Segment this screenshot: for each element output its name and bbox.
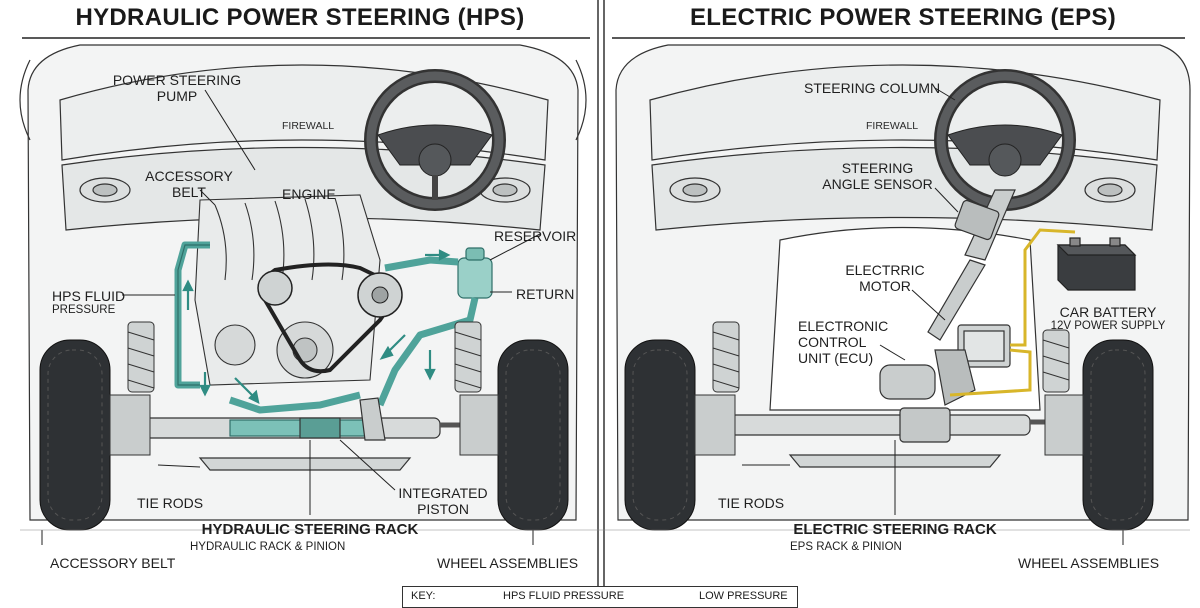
- eps-struts: [712, 321, 1070, 393]
- hps-accessory-belt-bottom-label: ACCESSORY BELT: [50, 555, 176, 571]
- hps-rack-subtitle: HYDRAULIC RACK & PINION: [190, 541, 346, 553]
- hps-engine-label: ENGINE: [282, 186, 336, 202]
- eps-electric-motor: [879, 349, 976, 406]
- eps-tie-rods-label: TIE RODS: [718, 495, 785, 511]
- hps-reservoir-label: RESERVOIR: [494, 228, 577, 244]
- eps-steering-column: [927, 189, 1016, 341]
- eps-rack-title: ELECTRIC STEERING RACK: [793, 521, 997, 538]
- hps-fluid-pressure-label: HPS FLUID PRESSURE: [52, 288, 126, 316]
- hps-struts: [127, 321, 482, 393]
- eps-car-battery: [1056, 237, 1137, 291]
- eps-callouts: [742, 87, 1124, 545]
- hps-rack-title: HYDRAULIC STEERING RACK: [201, 521, 419, 538]
- hps-title: HYDRAULIC POWER STEERING (HPS): [75, 4, 525, 31]
- legend-key: KEY: HPS FLUID PRESSURE LOW PRESSURE: [402, 586, 798, 608]
- eps-title: ELECTRIC POWER STEERING (EPS): [689, 4, 1117, 31]
- hps-reservoir: [457, 247, 493, 299]
- hps-right-wheel: [459, 339, 569, 531]
- eps-right-wheel: [1044, 339, 1154, 531]
- hps-firewall-label: FIREWALL: [282, 120, 335, 132]
- hps-tie-rods-label: TIE RODS: [137, 495, 204, 511]
- hps-wheel-assemblies-label: WHEEL ASSEMBLIES: [437, 555, 579, 571]
- key-pressure-label: HPS FLUID PRESSURE: [503, 590, 625, 602]
- eps-steering-column-label: STEERING COLUMN: [804, 80, 941, 96]
- eps-battery-label: CAR BATTERY 12V POWER SUPPLY: [1050, 304, 1166, 332]
- eps-wheel-assemblies-label: WHEEL ASSEMBLIES: [1018, 555, 1160, 571]
- hps-flow-arrows: [182, 249, 451, 404]
- hps-return-label: RETURN: [516, 286, 575, 302]
- key-low-label: LOW PRESSURE: [699, 590, 788, 602]
- eps-rack-subtitle: EPS RACK & PINION: [790, 541, 902, 553]
- hps-left-wheel: [39, 339, 151, 531]
- hps-callouts: [41, 89, 541, 545]
- hps-steering-wheel: [364, 69, 506, 211]
- eps-firewall-label: FIREWALL: [866, 120, 919, 132]
- hps-pulley: [257, 270, 293, 306]
- eps-wiring: [949, 228, 1076, 397]
- key-label: KEY:: [411, 590, 436, 602]
